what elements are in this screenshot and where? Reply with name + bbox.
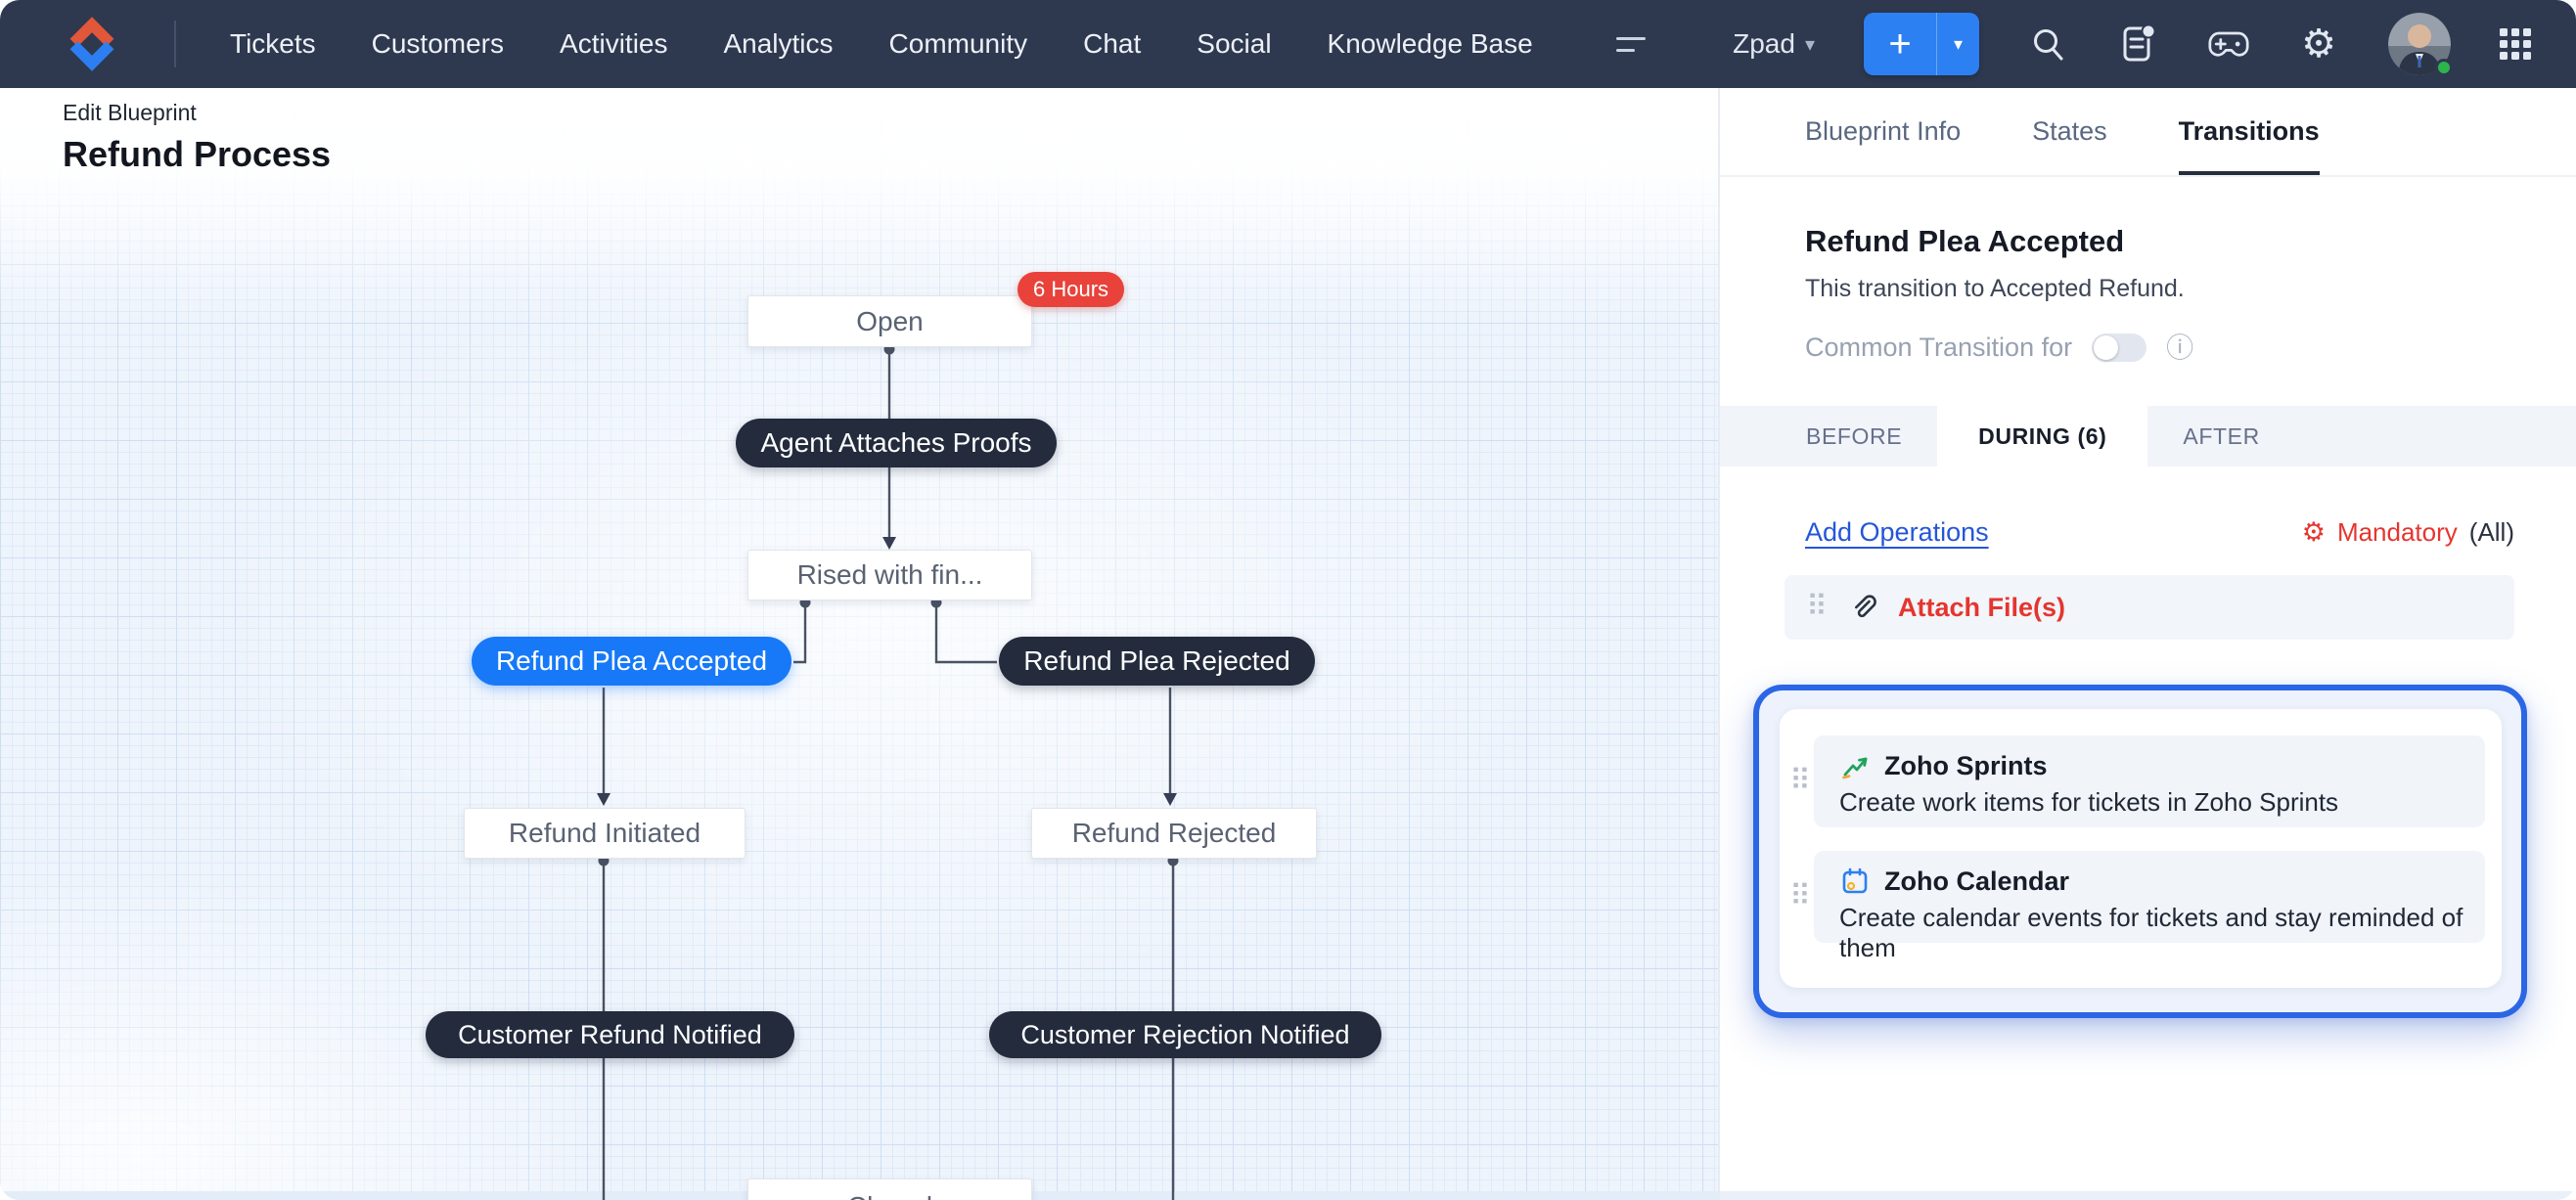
add-dropdown-button[interactable]: ▾ [1936,13,1979,75]
panel-tab-bar: Blueprint Info States Transitions [1720,88,2576,177]
nav-item-customers[interactable]: Customers [371,28,505,59]
nav-item-tickets[interactable]: Tickets [230,28,316,59]
mandatory-label: Mandatory [2336,517,2458,547]
node-refund-plea-accepted[interactable]: Refund Plea Accepted [472,637,791,686]
add-button-group: + ▾ [1864,13,1979,75]
mandatory-gear-icon: ⚙ [2301,517,2326,547]
zoho-calendar-icon [1842,867,1868,894]
node-customer-refund-notified[interactable]: Customer Refund Notified [426,1011,794,1058]
common-transition-row: Common Transition for ⓘ [1805,333,2517,363]
operation-zoho-sprints[interactable]: Zoho Sprints Create work items for ticke… [1814,735,2485,827]
node-rised-with-fin[interactable]: Rised with fin... [747,550,1032,600]
add-operations-link[interactable]: Add Operations [1805,517,1989,547]
caret-down-icon: ▾ [1953,33,1964,54]
caret-down-icon: ▾ [1804,33,1815,56]
nav-item-chat[interactable]: Chat [1083,28,1142,59]
transition-title: Refund Plea Accepted [1805,224,2125,258]
transitions-panel: Blueprint Info States Transitions Refund… [1718,88,2576,1200]
tab-blueprint-info[interactable]: Blueprint Info [1805,116,1962,146]
nav-item-analytics[interactable]: Analytics [723,28,834,59]
tab-states[interactable]: States [2032,116,2107,146]
toggle-knob [2094,335,2119,360]
search-icon[interactable] [2028,23,2069,65]
node-refund-initiated[interactable]: Refund Initiated [464,808,746,859]
add-button[interactable]: + [1864,13,1936,75]
operation-description: Create calendar events for tickets and s… [1839,903,2463,962]
blueprint-header: Edit Blueprint Refund Process [63,100,331,175]
node-agent-attaches-proofs[interactable]: Agent Attaches Proofs [736,419,1057,467]
sla-badge: 6 Hours [1017,272,1125,307]
blueprint-title: Refund Process [63,134,332,174]
settings-gear-icon[interactable]: ⚙ [2301,22,2336,66]
phase-tab-bar: BEFORE DURING (6) AFTER [1720,397,2576,475]
nav-item-social[interactable]: Social [1197,28,1272,59]
nav-item-community[interactable]: Community [888,28,1028,59]
zoho-desk-logo-icon[interactable] [61,13,123,75]
node-open[interactable]: Open [747,295,1032,347]
common-transition-label: Common Transition for [1805,333,2073,362]
paperclip-icon [1854,595,1876,618]
highlight-card: ⠿ Zoho Sprints Create work items for [1780,709,2502,988]
node-closed[interactable]: Closed [747,1178,1032,1200]
tab-before[interactable]: BEFORE [1806,422,1903,449]
nav-divider [174,21,176,67]
primary-nav: Tickets Customers Activities Analytics C… [230,28,1646,60]
blueprint-canvas[interactable]: Edit Blueprint Refund Process [0,88,1718,1200]
zoho-sprints-icon [1842,757,1868,779]
operations-header: Add Operations ⚙ Mandatory (All) [1785,517,2514,548]
operation-title: Zoho Sprints [1884,750,2048,780]
online-status-dot [2435,59,2453,76]
highlight-frame: ⠿ Zoho Sprints Create work items for [1753,685,2527,1018]
operation-row: ⠿ Zoho Calendar C [1780,851,2502,962]
more-modules-icon[interactable] [1615,36,1646,52]
nav-item-activities[interactable]: Activities [560,28,668,59]
common-transition-toggle[interactable] [2092,333,2147,362]
node-customer-rejection-notified[interactable]: Customer Rejection Notified [989,1011,1381,1058]
panel-bottom-edge [1720,1191,2576,1200]
transition-description: This transition to Accepted Refund. [1805,275,2185,302]
drag-handle-icon[interactable]: ⠿ [1789,765,1811,797]
operation-label: Attach File(s) [1897,592,2066,622]
gamescope-icon[interactable] [2208,23,2249,65]
node-refund-rejected[interactable]: Refund Rejected [1031,808,1317,859]
tab-after[interactable]: AFTER [2183,422,2260,449]
top-nav: Tickets Customers Activities Analytics C… [0,0,2576,88]
user-avatar[interactable] [2388,13,2453,76]
operation-description: Create work items for tickets in Zoho Sp… [1839,787,2339,817]
node-refund-plea-rejected[interactable]: Refund Plea Rejected [999,637,1315,686]
tab-during[interactable]: DURING (6) [1937,397,2148,475]
nav-item-knowledge-base[interactable]: Knowledge Base [1327,28,1533,59]
operation-attach-files[interactable]: ⠿ Attach File(s) [1785,575,2514,640]
flow-connectors [597,343,1179,1200]
mandatory-control[interactable]: ⚙ Mandatory (All) [2302,517,2514,548]
mandatory-suffix: (All) [2468,517,2514,547]
operation-zoho-calendar[interactable]: Zoho Calendar Create calendar events for… [1814,851,2485,962]
portal-label: Zpad [1733,28,1795,59]
operation-row: ⠿ Zoho Sprints Create work items for [1780,735,2502,827]
portal-selector[interactable]: Zpad ▾ [1733,28,1815,60]
edit-blueprint-eyebrow: Edit Blueprint [63,100,197,125]
feeds-icon[interactable] [2118,23,2159,65]
nav-right-group: Zpad ▾ + ▾ [1733,13,2576,76]
operation-title: Zoho Calendar [1884,866,2070,896]
transition-header: Refund Plea Accepted This transition to … [1720,177,2576,363]
info-icon[interactable]: ⓘ [2166,332,2194,363]
app-grid-icon[interactable] [2500,28,2531,60]
tab-transitions[interactable]: Transitions [2179,88,2320,175]
drag-handle-icon[interactable]: ⠿ [1789,880,1811,912]
drag-handle-icon[interactable]: ⠿ [1806,591,1828,623]
